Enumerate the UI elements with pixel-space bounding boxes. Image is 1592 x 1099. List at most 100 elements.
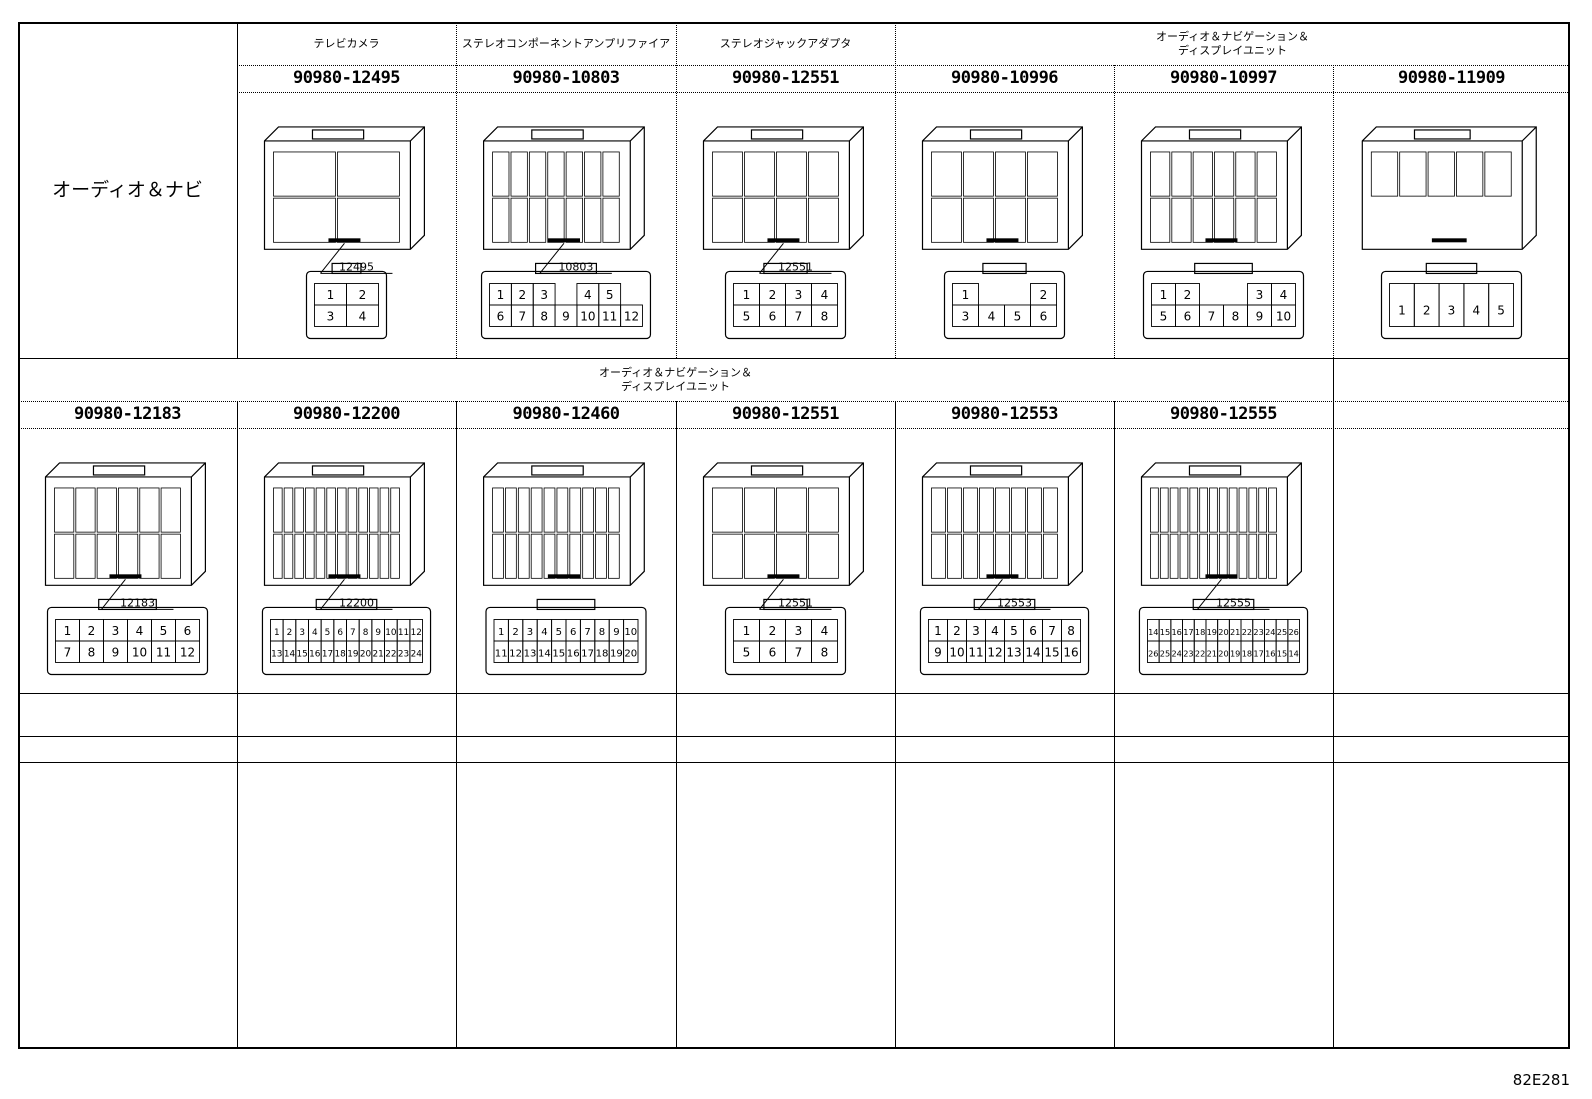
pin-number: 19 — [347, 649, 359, 659]
grid-line — [1333, 401, 1334, 693]
pin-number: 9 — [613, 627, 619, 638]
grid-line — [1114, 401, 1115, 693]
pin-number: 3 — [1256, 288, 1264, 302]
pin-number: 16 — [309, 649, 321, 659]
pin-number: 1 — [934, 624, 942, 638]
pin-number: 10 — [624, 627, 637, 638]
grid-line — [1333, 358, 1334, 401]
pin-number: 9 — [375, 628, 381, 638]
pin-number: 3 — [527, 627, 533, 638]
pin-number: 18 — [1195, 627, 1205, 637]
pin-number: 6 — [570, 627, 576, 638]
group-label: オーディオ＆ナビゲーション＆ ディスプレイユニット — [598, 366, 752, 393]
grid-line — [237, 92, 1570, 93]
pin-number: 10 — [132, 645, 147, 659]
grid-line — [1333, 693, 1334, 1049]
grid-line — [676, 22, 677, 358]
pin-number: 3 — [1448, 303, 1456, 317]
pin-number: 5 — [606, 288, 614, 302]
pin-number: 3 — [327, 309, 335, 323]
pin-number: 6 — [184, 624, 192, 638]
pin-number: 8 — [540, 309, 548, 323]
pin-number: 8 — [1067, 624, 1075, 638]
pin-number: 3 — [540, 288, 548, 302]
pin-number: 21 — [1207, 648, 1217, 658]
pin-number: 2 — [88, 624, 96, 638]
pin-number: 2 — [769, 624, 777, 638]
connector-sheet — [18, 22, 1570, 1049]
part-number: 90980-10803 — [512, 68, 620, 89]
pin-number: 5 — [160, 624, 168, 638]
pin-number: 1 — [743, 288, 751, 302]
pin-number: 7 — [795, 309, 803, 323]
pin-number: 20 — [360, 649, 372, 659]
pin-number: 11 — [156, 645, 171, 659]
pin-number: 5 — [325, 628, 331, 638]
pin-number: 14 — [284, 649, 296, 659]
pin-number: 4 — [584, 288, 592, 302]
pin-number: 21 — [373, 649, 384, 659]
part-number: 90980-10997 — [1169, 68, 1278, 89]
pin-number: 7 — [518, 309, 526, 323]
pin-number: 11 — [398, 628, 409, 638]
pin-number: 3 — [795, 288, 803, 302]
pin-number: 15 — [1277, 648, 1287, 658]
pin-number: 16 — [1265, 648, 1275, 658]
part-number: 90980-12495 — [292, 68, 401, 89]
grid-line — [18, 693, 1570, 694]
pin-number: 17 — [322, 649, 333, 659]
pin-number: 5 — [743, 309, 751, 323]
pin-number: 8 — [88, 645, 96, 659]
pin-number: 4 — [988, 309, 996, 323]
pin-number: 2 — [518, 288, 526, 302]
pin-number: 15 — [296, 649, 307, 659]
grid-line — [1114, 65, 1115, 358]
pin-number: 8 — [363, 628, 369, 638]
pin-number: 6 — [1184, 309, 1192, 323]
pin-number: 2 — [1184, 288, 1192, 302]
grid-line — [676, 401, 677, 693]
pin-number: 13 — [271, 649, 282, 659]
pin-number: 15 — [552, 648, 565, 659]
part-number: 90980-12553 — [950, 404, 1059, 425]
pin-number: 10 — [580, 309, 595, 323]
grid-line — [18, 736, 1570, 737]
pin-number: 9 — [562, 309, 570, 323]
grid-line — [895, 693, 896, 1049]
pin-number: 8 — [599, 627, 605, 638]
pin-number: 7 — [64, 645, 72, 659]
grid-line — [237, 22, 238, 358]
pin-number: 3 — [112, 624, 120, 638]
pin-number: 26 — [1288, 627, 1298, 637]
pin-number: 9 — [112, 645, 120, 659]
grid-line — [18, 358, 1570, 359]
pin-number: 1 — [498, 627, 504, 638]
pin-number: 16 — [1063, 645, 1078, 659]
pin-number: 2 — [287, 628, 293, 638]
pin-number: 16 — [1171, 627, 1181, 637]
pin-number: 23 — [1183, 648, 1193, 658]
pin-number: 15 — [1160, 627, 1170, 637]
pin-number: 1 — [497, 288, 505, 302]
pin-number: 1 — [274, 628, 280, 638]
pin-number: 5 — [556, 627, 562, 638]
pin-number: 7 — [795, 645, 803, 659]
group-label: オーディオ＆ナビゲーション＆ ディスプレイユニット — [1155, 30, 1309, 57]
pin-number: 5 — [1014, 309, 1022, 323]
pin-number: 4 — [1280, 288, 1288, 302]
pin-number: 4 — [821, 624, 829, 638]
grid-line — [895, 22, 896, 358]
pin-number: 5 — [1160, 309, 1168, 323]
pin-number: 13 — [524, 648, 537, 659]
pin-number: 9 — [1256, 309, 1264, 323]
grid-line — [237, 401, 238, 693]
pin-number: 12 — [180, 645, 195, 659]
pin-number: 8 — [1232, 309, 1240, 323]
pin-number: 24 — [1265, 627, 1275, 637]
pin-number: 5 — [1497, 303, 1505, 317]
